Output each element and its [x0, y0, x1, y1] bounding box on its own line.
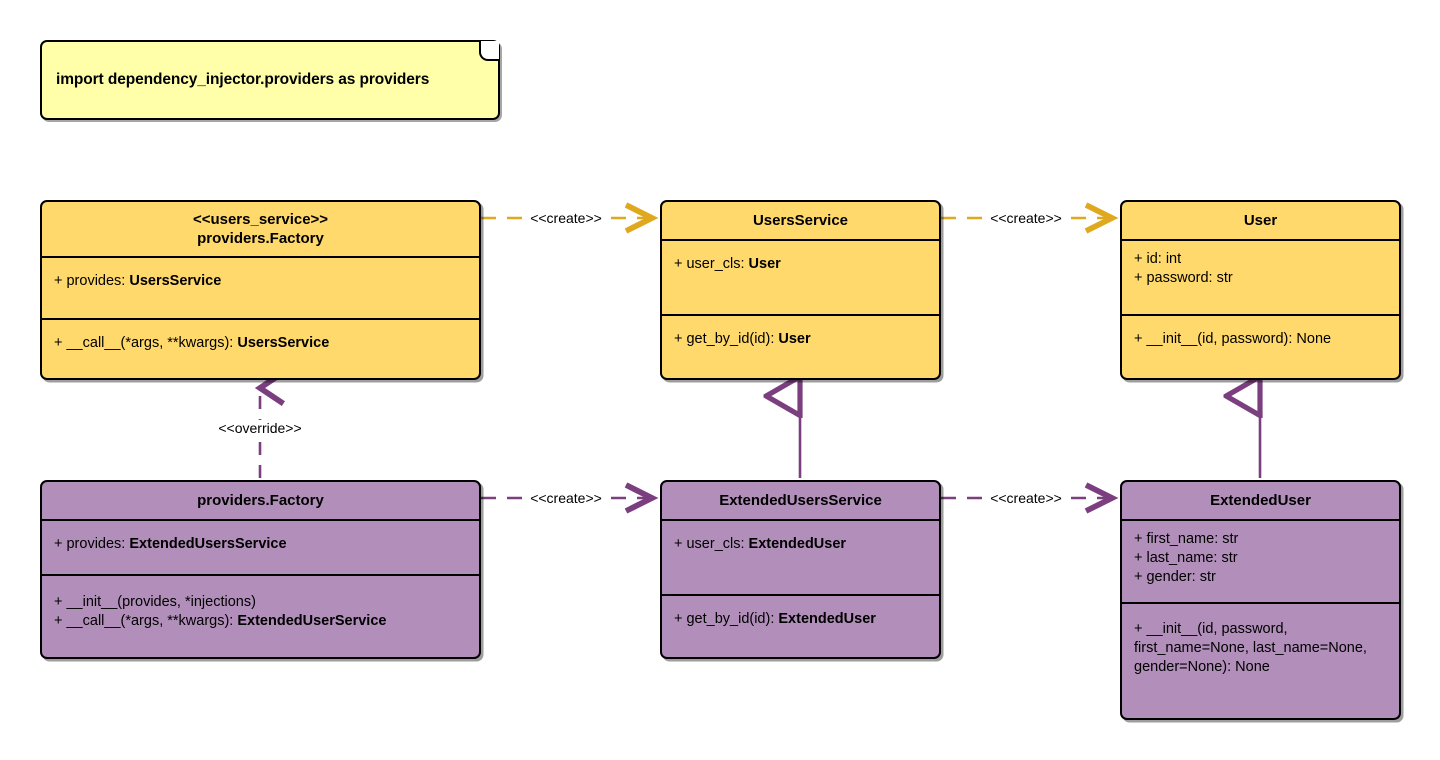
compartment-divider [42, 256, 479, 258]
attribute-row: + last_name: str [1134, 550, 1238, 566]
class-title-extended-users-service: ExtendedUsersService [662, 482, 939, 519]
import-note: import dependency_injector.providers as … [40, 40, 500, 120]
note-text: import dependency_injector.providers as … [56, 71, 430, 88]
attribute-row: + password: str [1134, 270, 1233, 286]
class-name: providers.Factory [197, 230, 324, 247]
operations-compartment: + __call__(*args, **kwargs): UsersServic… [42, 320, 479, 367]
class-box-users-service[interactable]: UsersService + user_cls: User + get_by_i… [660, 200, 941, 380]
attribute-row: + id: int [1134, 251, 1182, 267]
class-name: ExtendedUser [1210, 492, 1311, 509]
class-box-user[interactable]: User + id: int + password: str + __init_… [1120, 200, 1401, 380]
compartment-divider [42, 519, 479, 521]
attributes-compartment: + provides: UsersService [42, 258, 479, 318]
class-stereotype: <<users_service>> [192, 211, 329, 228]
edge-label-create-bottom-left: <<create>> [527, 490, 605, 506]
operations-compartment: + get_by_id(id): User [662, 316, 939, 363]
operation-row: + __init__(provides, *injections) [54, 594, 256, 610]
class-box-extended-user[interactable]: ExtendedUser + first_name: str + last_na… [1120, 480, 1401, 720]
class-title-extended-user: ExtendedUser [1122, 482, 1399, 519]
compartment-divider [1122, 239, 1399, 241]
operation-row: + get_by_id(id): User [674, 331, 811, 347]
class-title-users-service: UsersService [662, 202, 939, 239]
attribute-row: + gender: str [1134, 569, 1216, 585]
attributes-compartment: + user_cls: User [662, 241, 939, 314]
compartment-divider [662, 314, 939, 316]
operation-row: + get_by_id(id): ExtendedUser [674, 611, 876, 627]
edge-label-override: <<override>> [215, 420, 305, 436]
compartment-divider [662, 519, 939, 521]
attributes-compartment: + id: int + password: str [1122, 241, 1399, 314]
class-name: ExtendedUsersService [719, 492, 882, 509]
class-name: UsersService [752, 212, 849, 229]
compartment-divider [1122, 314, 1399, 316]
operation-row: + __call__(*args, **kwargs): ExtendedUse… [54, 613, 387, 629]
compartment-divider [662, 239, 939, 241]
attributes-compartment: + provides: ExtendedUsersService [42, 521, 479, 574]
operation-row: + __call__(*args, **kwargs): UsersServic… [54, 335, 330, 351]
operations-compartment: + get_by_id(id): ExtendedUser [662, 596, 939, 643]
edge-label-create-top-left: <<create>> [527, 210, 605, 226]
note-fold-corner-icon [479, 41, 499, 61]
class-name: providers.Factory [197, 492, 324, 509]
attribute-row: + provides: ExtendedUsersService [54, 536, 287, 552]
class-box-users-service-factory[interactable]: <<users_service>> providers.Factory + pr… [40, 200, 481, 380]
compartment-divider [42, 574, 479, 576]
operations-compartment: + __init__(id, password): None [1122, 316, 1399, 363]
compartment-divider [1122, 519, 1399, 521]
compartment-divider [42, 318, 479, 320]
class-title-user: User [1122, 202, 1399, 239]
attribute-row: + provides: UsersService [54, 273, 222, 289]
class-title-extended-factory: providers.Factory [42, 482, 479, 519]
compartment-divider [1122, 602, 1399, 604]
edge-label-create-bottom-right: <<create>> [987, 490, 1065, 506]
class-name: User [1243, 212, 1278, 229]
attributes-compartment: + user_cls: ExtendedUser [662, 521, 939, 594]
attribute-row: + first_name: str [1134, 531, 1239, 547]
operation-row: + __init__(id, password, first_name=None… [1134, 621, 1367, 675]
class-box-extended-factory[interactable]: providers.Factory + provides: ExtendedUs… [40, 480, 481, 659]
attribute-row: + user_cls: User [674, 256, 781, 272]
attribute-row: + user_cls: ExtendedUser [674, 536, 847, 552]
compartment-divider [662, 594, 939, 596]
class-box-extended-users-service[interactable]: ExtendedUsersService + user_cls: Extende… [660, 480, 941, 659]
attributes-compartment: + first_name: str + last_name: str + gen… [1122, 521, 1399, 602]
operations-compartment: + __init__(provides, *injections) + __ca… [42, 576, 479, 645]
operation-row: + __init__(id, password): None [1134, 331, 1332, 347]
class-title-users-service-factory: <<users_service>> providers.Factory [42, 202, 479, 256]
operations-compartment: + __init__(id, password, first_name=None… [1122, 604, 1399, 691]
edge-label-create-top-right: <<create>> [987, 210, 1065, 226]
